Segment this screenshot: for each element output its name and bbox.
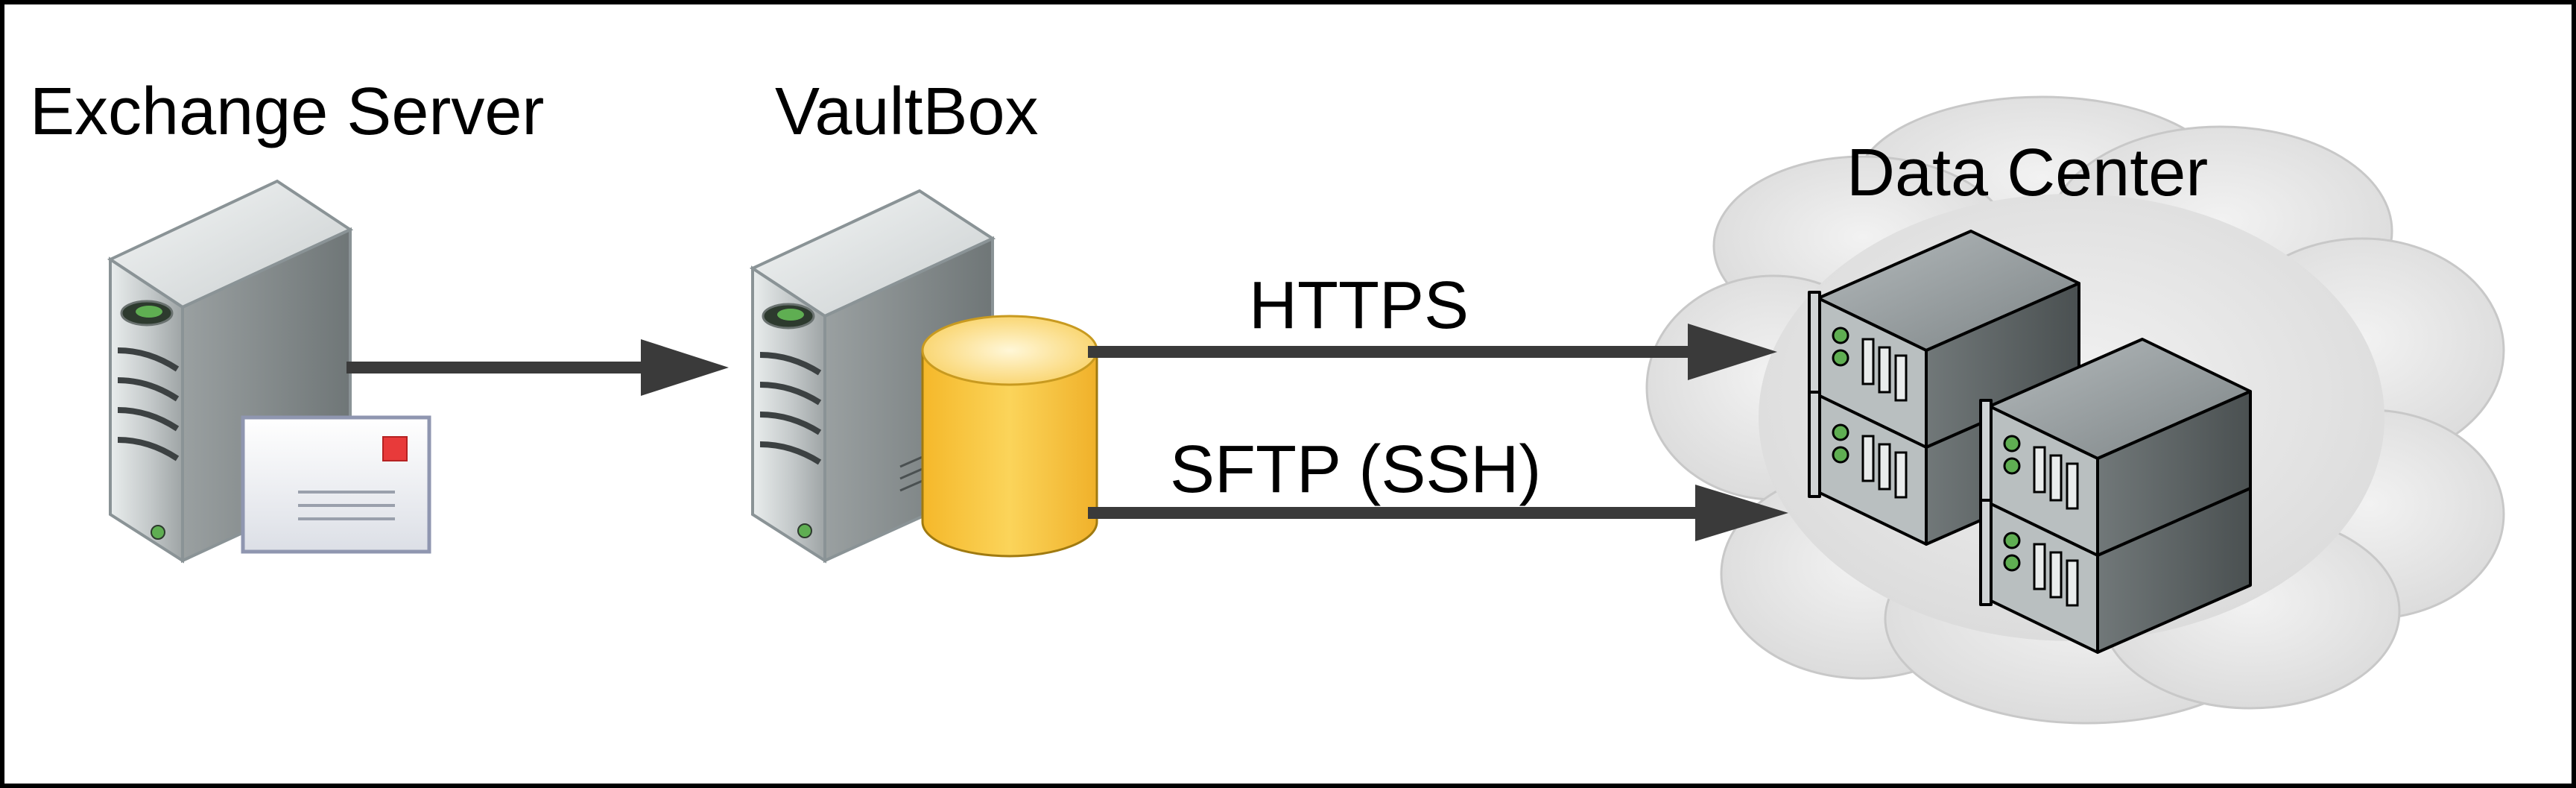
edge-sftp: SFTP (SSH) [1088,432,1788,541]
https-label: HTTPS [1249,268,1469,343]
server-tower-icon [749,189,996,564]
envelope-icon [241,415,431,554]
vaultbox-node: VaultBox [749,75,1098,564]
arrow-head-icon [641,339,729,396]
arrow-head-icon [1695,485,1788,541]
data-center-label: Data Center [1846,136,2208,210]
edge-exchange-to-vaultbox [346,339,729,396]
arrow-head-icon [1688,324,1777,380]
edge-https: HTTPS [1088,268,1777,380]
exchange-server-node: Exchange Server [30,75,544,564]
database-cylinder-icon [921,315,1098,558]
data-center-node: Data Center [1645,95,2505,725]
rack-server-details [1832,327,2079,607]
exchange-server-label: Exchange Server [30,75,544,149]
sftp-label: SFTP (SSH) [1170,432,1541,507]
vaultbox-label: VaultBox [775,75,1039,149]
